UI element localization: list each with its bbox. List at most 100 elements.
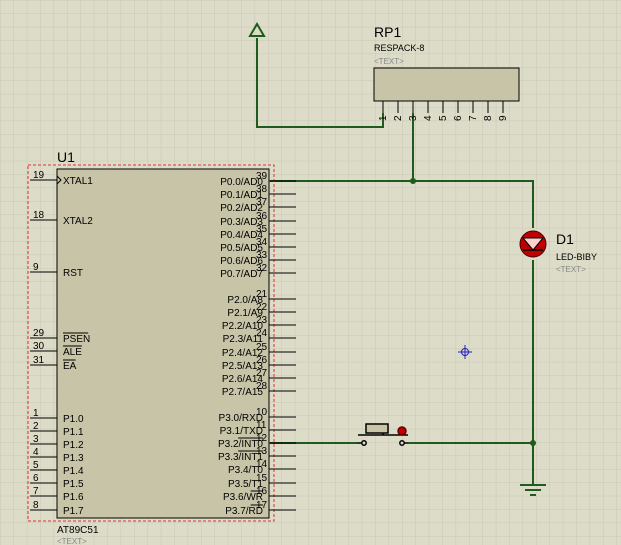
u1-pin-label: P1.4 [63, 466, 84, 477]
u1-pin-label: P3.4/T0 [228, 465, 263, 476]
u1-right-pins: 39P0.0/AD038P0.1/AD137P0.2/AD236P0.3/AD3… [218, 171, 296, 517]
d1-value: LED-BIBY [556, 252, 597, 262]
u1-pin-label: P2.4/A12 [222, 348, 264, 359]
u1-pin-label: P2.3/A11 [223, 334, 264, 345]
u1-pin-label: P2.2/A10 [222, 321, 264, 332]
u1-pin-number: 1 [33, 408, 39, 419]
u1-pin-label: P2.0/A8 [227, 295, 263, 306]
u1-text: <TEXT> [57, 537, 87, 545]
u1-pin-label: P3.0/RXD [219, 413, 263, 424]
u1-pin-number: 6 [33, 473, 39, 484]
u1-pin-label: P3.5/T1 [228, 479, 263, 490]
u1-pin-number: 28 [256, 381, 268, 392]
rp1-text: <TEXT> [374, 57, 404, 66]
u1-pin-number: 37 [256, 197, 268, 208]
junction-dot [530, 440, 536, 446]
u1-selection-box [27, 164, 275, 522]
button-state-indicator[interactable] [397, 426, 407, 436]
junction-dot [410, 178, 416, 184]
u1-pin-label: P3.1/TXD [220, 426, 263, 437]
u1-pin-number: 25 [256, 342, 268, 353]
u1-pin-label: P0.2/AD2 [220, 203, 263, 214]
u1-pin-number: 27 [256, 368, 268, 379]
u1-pin-label: P2.7/A15 [222, 387, 264, 398]
u1-pin-label: XTAL1 [63, 176, 93, 187]
u1-pin-number: 22 [256, 302, 268, 313]
u1-pin-number: 33 [256, 250, 268, 261]
u1-pin-label: P1.0 [63, 414, 84, 425]
wires[interactable] [256, 38, 534, 484]
u1-pin-number: 29 [33, 328, 45, 339]
wire-power-to-rp1-pin1[interactable] [256, 38, 384, 128]
rp1-pin-number: 9 [498, 115, 509, 121]
u1-pin-label: P1.2 [63, 440, 84, 451]
u1-pin-number: 38 [256, 184, 268, 195]
rp1-pin-number: 6 [453, 115, 464, 121]
u1-pin-label: PSEN [63, 334, 90, 345]
u1-pin-number: 4 [33, 447, 39, 458]
u1-pin-number: 15 [256, 473, 268, 484]
u1-pin-number: 39 [256, 171, 268, 182]
u1-pin-number: 11 [256, 420, 267, 431]
u1-pin-label: P1.5 [63, 479, 84, 490]
u1-pin-number: 36 [256, 211, 268, 222]
u1-pin-number: 19 [33, 170, 45, 181]
u1-pin-label: P3.3/INT1 [218, 452, 263, 463]
u1-pin-label: P0.0/AD0 [220, 177, 263, 188]
u1-pin-label: P0.3/AD3 [220, 217, 263, 228]
component-button[interactable] [357, 423, 408, 446]
component-d1[interactable]: D1 LED-BIBY <TEXT> [519, 230, 597, 274]
u1-pin-number: 5 [33, 460, 39, 471]
u1-pin-number: 3 [33, 434, 39, 445]
u1-value: AT89C51 [57, 525, 99, 536]
power-arrow-icon [248, 22, 266, 37]
rp1-pin-number: 2 [393, 115, 404, 121]
u1-pin-number: 8 [33, 500, 39, 511]
u1-pin-number: 18 [33, 210, 45, 221]
u1-pin-number: 24 [256, 328, 268, 339]
rp1-pin-number: 7 [468, 115, 479, 121]
rp1-body [373, 67, 520, 102]
u1-pin-label: P0.5/AD5 [220, 243, 263, 254]
u1-pin-number: 21 [256, 289, 268, 300]
wire-p00-net[interactable] [270, 180, 534, 228]
u1-pin-number: 23 [256, 315, 268, 326]
rp1-ref: RP1 [374, 24, 401, 40]
u1-pin-label: ALE [63, 347, 82, 358]
d1-ref: D1 [556, 231, 574, 247]
u1-pin-number: 30 [33, 341, 45, 352]
u1-pin-label: P1.1 [63, 427, 84, 438]
u1-pin-label: P0.4/AD4 [220, 230, 263, 241]
rp1-pin-number: 3 [408, 115, 419, 121]
u1-pin-number: 10 [256, 407, 268, 418]
u1-pin-label: P2.1/A9 [227, 308, 263, 319]
u1-pin-label: P3.7/RD [225, 506, 263, 517]
push-button-icon [365, 423, 389, 434]
u1-left-pins: 19XTAL118XTAL29RST29PSEN30ALE31EA1P1.02P… [30, 170, 93, 517]
rp1-pin-number: 5 [438, 115, 449, 121]
rp1-pin-number: 4 [423, 115, 434, 121]
power-terminal[interactable] [248, 22, 266, 37]
led-diode-icon [521, 237, 545, 251]
u1-pin-label: P1.3 [63, 453, 84, 464]
u1-pin-label: P2.5/A13 [222, 361, 264, 372]
u1-pin-number: 9 [33, 262, 39, 273]
u1-pin-number: 31 [33, 355, 45, 366]
clock-marker-icon [56, 175, 62, 185]
u1-pin-label: RST [63, 268, 83, 279]
u1-pin-label: P3.2/INT0 [218, 439, 263, 450]
component-u1[interactable]: U1 19XTAL118XTAL29RST29PSEN30ALE31EA1P1.… [27, 149, 296, 545]
u1-pin-label: P0.7/AD7 [220, 269, 263, 280]
u1-pin-number: 7 [33, 486, 39, 497]
u1-pin-number: 32 [256, 263, 268, 274]
u1-pin-label: P0.1/AD1 [220, 190, 263, 201]
u1-pin-label: P0.6/AD6 [220, 256, 263, 267]
ground-terminal[interactable] [520, 484, 546, 496]
u1-pin-label: P2.6/A14 [222, 374, 264, 385]
u1-pin-number: 34 [256, 237, 268, 248]
crosshair-cursor [458, 345, 472, 359]
u1-pin-label: XTAL2 [63, 216, 93, 227]
